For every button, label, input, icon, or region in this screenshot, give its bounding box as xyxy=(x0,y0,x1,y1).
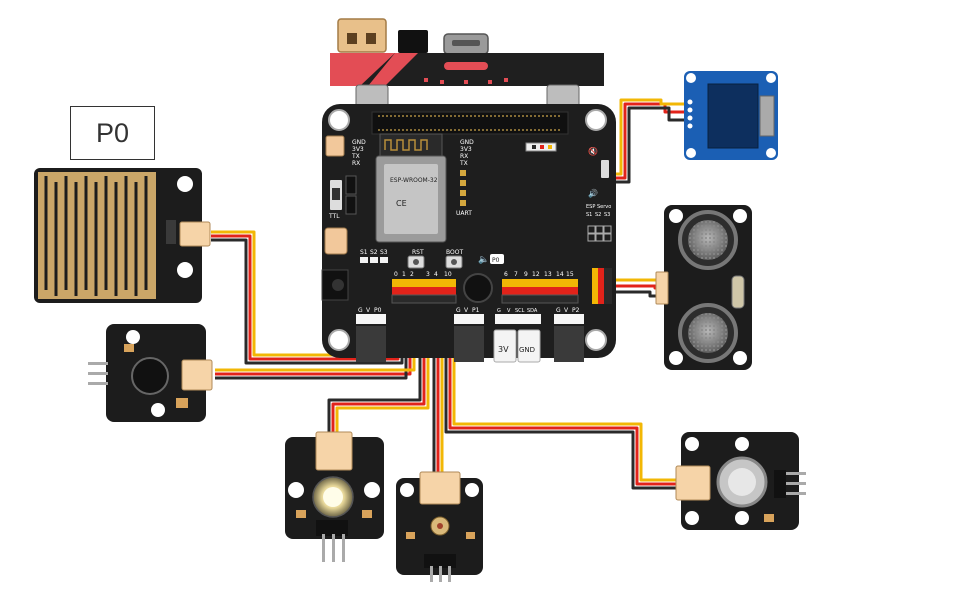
pin-num-3: 3 xyxy=(426,271,430,278)
power-jack xyxy=(398,30,428,53)
pin-callout-label: P0 xyxy=(70,106,155,160)
mount-hole-tr xyxy=(585,109,607,131)
mute-icon: 🔇 xyxy=(588,146,598,156)
left-pin-header xyxy=(391,279,457,304)
uart-label: UART xyxy=(456,210,472,217)
oled-display xyxy=(684,71,778,160)
pin-num-4: 4 xyxy=(434,271,438,278)
header-right-3v3: 3V3 xyxy=(460,146,472,153)
header-right-gnd: GND xyxy=(460,139,474,146)
mount-hole-tl xyxy=(328,109,350,131)
pin-num-6: 6 xyxy=(504,271,508,278)
sound-sensor-connector xyxy=(181,359,213,391)
pin-num-7: 7 xyxy=(514,271,518,278)
post-3v-label: 3V xyxy=(498,345,509,354)
wire-pir-red xyxy=(448,296,678,486)
i2c-scl: SCL xyxy=(515,308,525,314)
pin-num-2: 2 xyxy=(410,271,414,278)
light-sensor xyxy=(396,471,483,582)
gvp2-v: V xyxy=(564,307,569,314)
pir-connector xyxy=(675,465,711,501)
pin-num-14: 14 xyxy=(556,271,564,278)
switch-s1-label: S1 xyxy=(360,249,368,256)
servo-s2: S2 xyxy=(595,212,601,218)
led-module-connector xyxy=(315,431,353,471)
header-right-tx: TX xyxy=(459,160,468,167)
mount-hole-br xyxy=(585,329,607,351)
module-name: ESP-WROOM-32 xyxy=(390,177,438,184)
mount-hole-bl xyxy=(328,329,350,351)
led-module xyxy=(285,431,384,562)
rst-label: RST xyxy=(412,249,424,256)
pin-num-15: 15 xyxy=(566,271,574,278)
uart-connector-left xyxy=(325,135,345,157)
gvp1-v: V xyxy=(464,307,469,314)
ultrasonic-sensor xyxy=(655,205,752,370)
right-pin-header xyxy=(501,279,579,304)
pin-num-9: 9 xyxy=(524,271,528,278)
post-3v xyxy=(493,329,517,363)
post-gnd-label: GND xyxy=(519,346,535,354)
speaker-connector-left xyxy=(324,227,348,255)
header-left-gnd: GND xyxy=(352,139,366,146)
light-sensor-connector xyxy=(419,471,461,505)
pir-sensor xyxy=(675,432,806,530)
header-left-tx: TX xyxy=(351,153,360,160)
ttl-label: TTL xyxy=(328,213,340,220)
wire-pir-black xyxy=(444,296,678,490)
pin-num-1: 1 xyxy=(402,271,406,278)
switch-s3-label: S3 xyxy=(380,249,388,256)
expansion-board: GND 3V3 TX RX ESP-WROOM-32 CE GND 3V3 RX… xyxy=(321,18,616,363)
microbit-led-matrix xyxy=(424,78,508,84)
header-right-rx: RX xyxy=(460,153,468,160)
boot-label: BOOT xyxy=(446,249,463,256)
servo-title: ESP Servo xyxy=(586,204,611,210)
servo-s1: S1 xyxy=(586,212,592,218)
ultrasonic-connector xyxy=(655,271,669,305)
wires xyxy=(211,98,688,490)
gvp1-g: G xyxy=(456,307,461,314)
gvp0-v: V xyxy=(366,307,371,314)
sound-sensor xyxy=(88,324,213,422)
esp32-module-antenna xyxy=(379,133,443,157)
wire-pir-yellow xyxy=(452,296,678,482)
speaker-icon: 🔈 xyxy=(478,255,489,265)
post-gnd xyxy=(517,329,541,363)
gvp2-g: G xyxy=(556,307,561,314)
water-sensor xyxy=(34,168,211,303)
gvp0-g: G xyxy=(358,307,363,314)
i2c-v: V xyxy=(507,308,511,314)
pin-num-12: 12 xyxy=(532,271,540,278)
i2c-g: G xyxy=(497,308,501,314)
gvp0-p: P0 xyxy=(374,307,382,314)
pin-num-13: 13 xyxy=(544,271,552,278)
gvp2-p: P2 xyxy=(572,307,580,314)
switch-s2-label: S2 xyxy=(370,249,378,256)
volume-icon: 🔊 xyxy=(588,188,598,198)
header-left-3v3: 3V3 xyxy=(352,146,364,153)
servo-s3: S3 xyxy=(604,212,610,218)
pin-num-0: 0 xyxy=(394,271,398,278)
audio-pin-label: P0 xyxy=(492,257,500,264)
water-sensor-connector xyxy=(179,221,211,247)
gvp1-p: P1 xyxy=(472,307,480,314)
i2c-sda: SDA xyxy=(527,308,538,314)
module-ce: CE xyxy=(396,199,407,208)
battery-connector xyxy=(337,18,387,53)
buzzer xyxy=(463,273,493,303)
pin-num-10: 10 xyxy=(444,271,452,278)
header-left-rx: RX xyxy=(352,160,360,167)
